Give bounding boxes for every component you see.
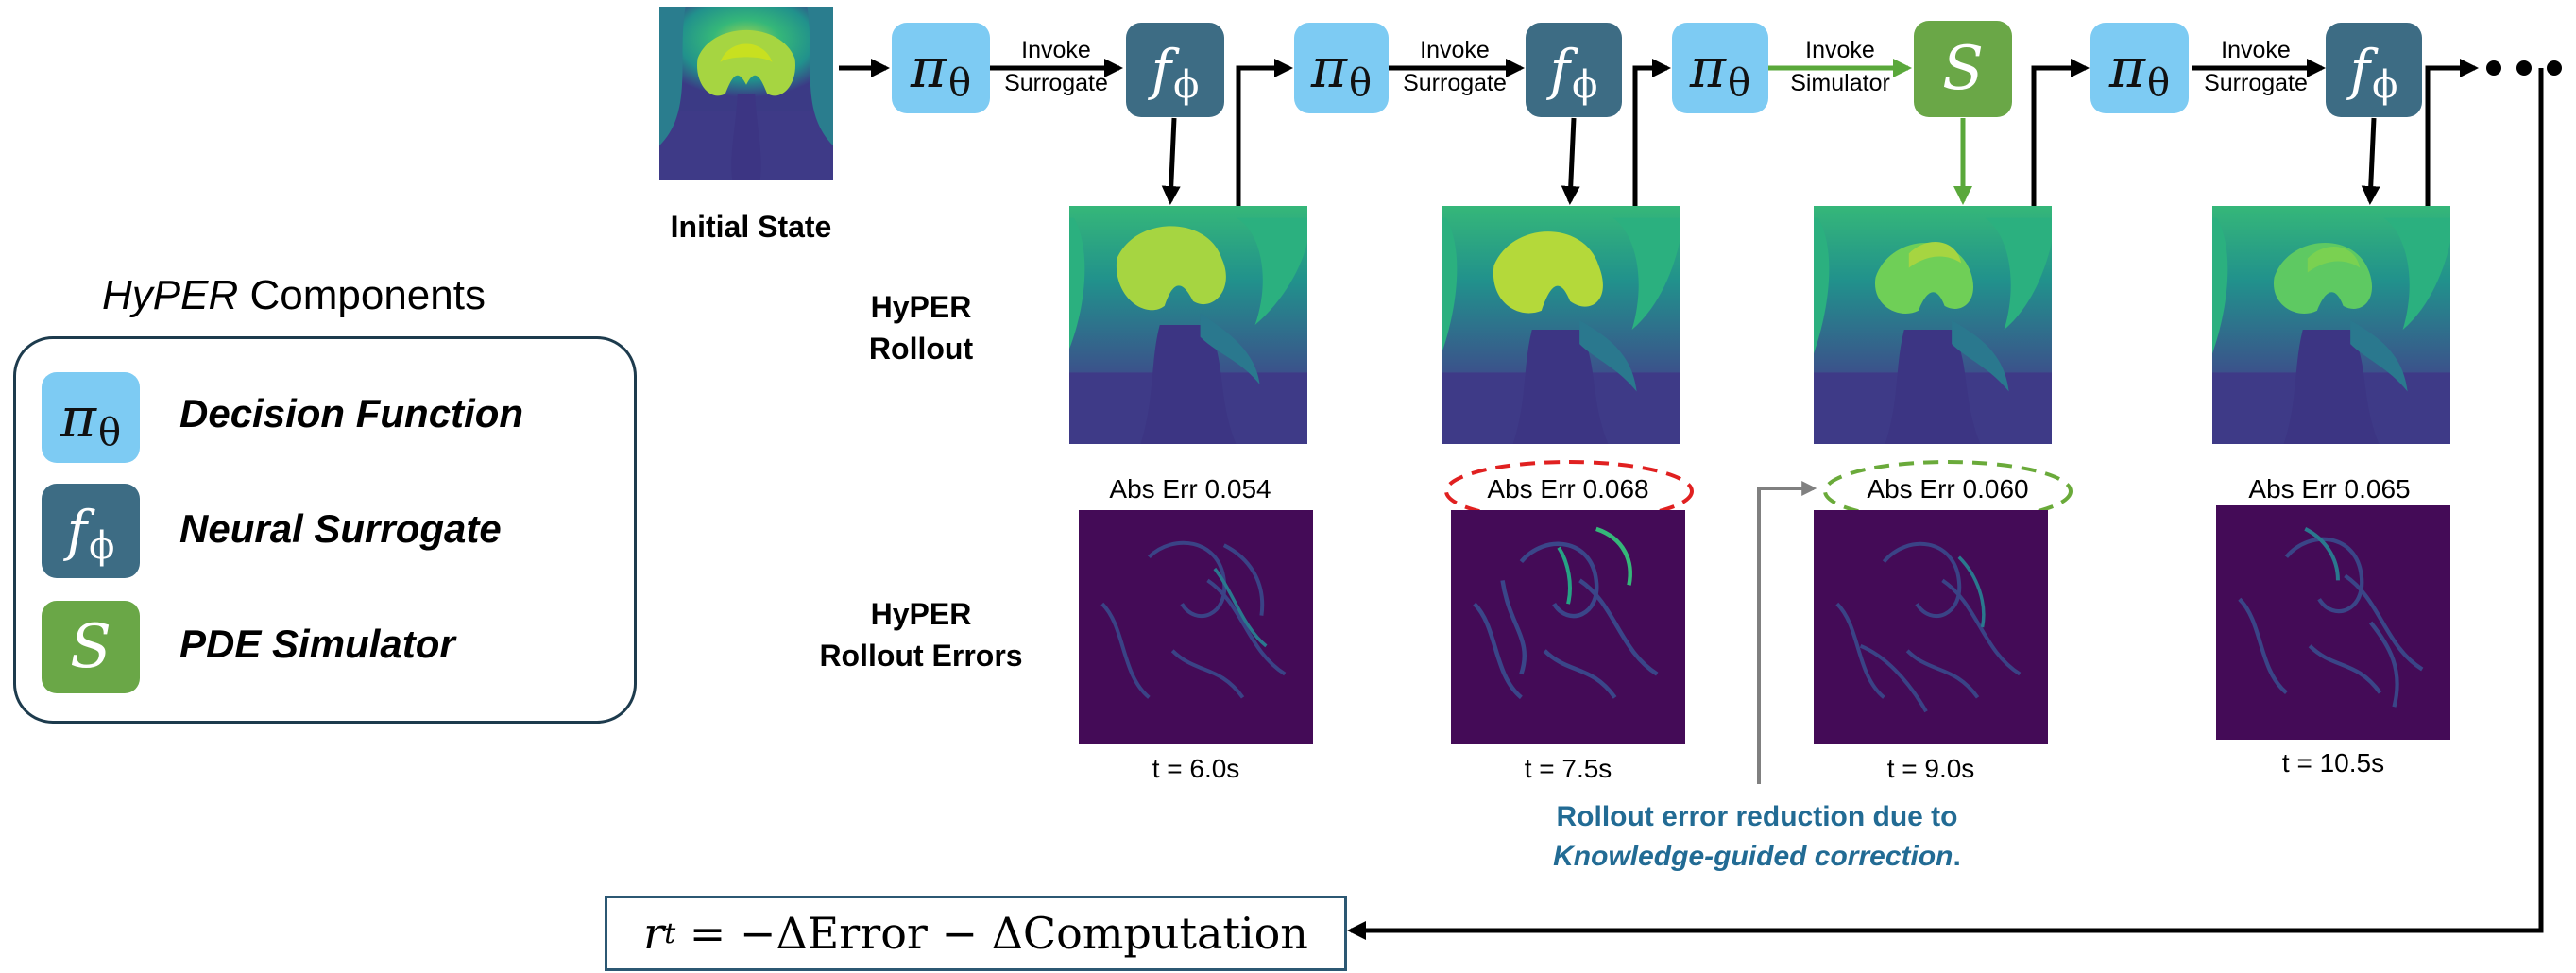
arrow-rollout-1-to-decision-2 [1236, 59, 1293, 206]
abs-err-3: Abs Err 0.060 [1867, 474, 2029, 504]
ellipsis-dots [2486, 60, 2562, 76]
simulator-node: S [1914, 21, 2012, 117]
legend-simulator-icon: S [42, 601, 140, 693]
arrow-surrogate-4-down [2361, 117, 2380, 205]
arrow-feedback-to-reward [1347, 68, 2544, 940]
abs-err-1: Abs Err 0.054 [1109, 474, 1271, 504]
note-arrow [1757, 481, 1817, 784]
arrow-surrogate-1-down [1161, 117, 1181, 205]
time-label-3: t = 9.0s [1886, 754, 1975, 783]
error-image-1 [1079, 510, 1313, 744]
arrow-rollout-2-to-decision-3 [1632, 59, 1671, 206]
error-image-3 [1814, 510, 2048, 744]
error-image-2 [1451, 510, 1685, 744]
initial-state-label: Initial State [670, 210, 832, 244]
time-label-2: t = 7.5s [1524, 754, 1612, 783]
legend-surrogate-label: Neural Surrogate [179, 506, 502, 551]
abs-err-4: Abs Err 0.065 [2248, 474, 2411, 504]
rollout-image-4 [2212, 206, 2450, 444]
legend-title: HyPER Components [102, 272, 486, 318]
rollout-image-3 [1814, 206, 2052, 444]
arrow-surrogate-2-down [1561, 117, 1580, 205]
time-label-1: t = 6.0s [1152, 754, 1240, 783]
arrow-rollout-4-to-ellipsis [2425, 59, 2479, 206]
arrow-rollout-3-to-decision-4 [2031, 59, 2090, 206]
legend-simulator-label: PDE Simulator [179, 622, 455, 666]
abs-err-2: Abs Err 0.068 [1487, 474, 1649, 504]
rollout-image-2 [1442, 206, 1680, 444]
time-label-4: t = 10.5s [2281, 748, 2385, 777]
legend-box [13, 336, 637, 724]
legend-decision-label: Decision Function [179, 391, 524, 435]
rollout-image-1 [1069, 206, 1307, 444]
error-image-4 [2216, 505, 2450, 740]
correction-note: Rollout error reduction due to Knowledge… [1553, 801, 1961, 872]
initial-state-image [659, 7, 833, 180]
